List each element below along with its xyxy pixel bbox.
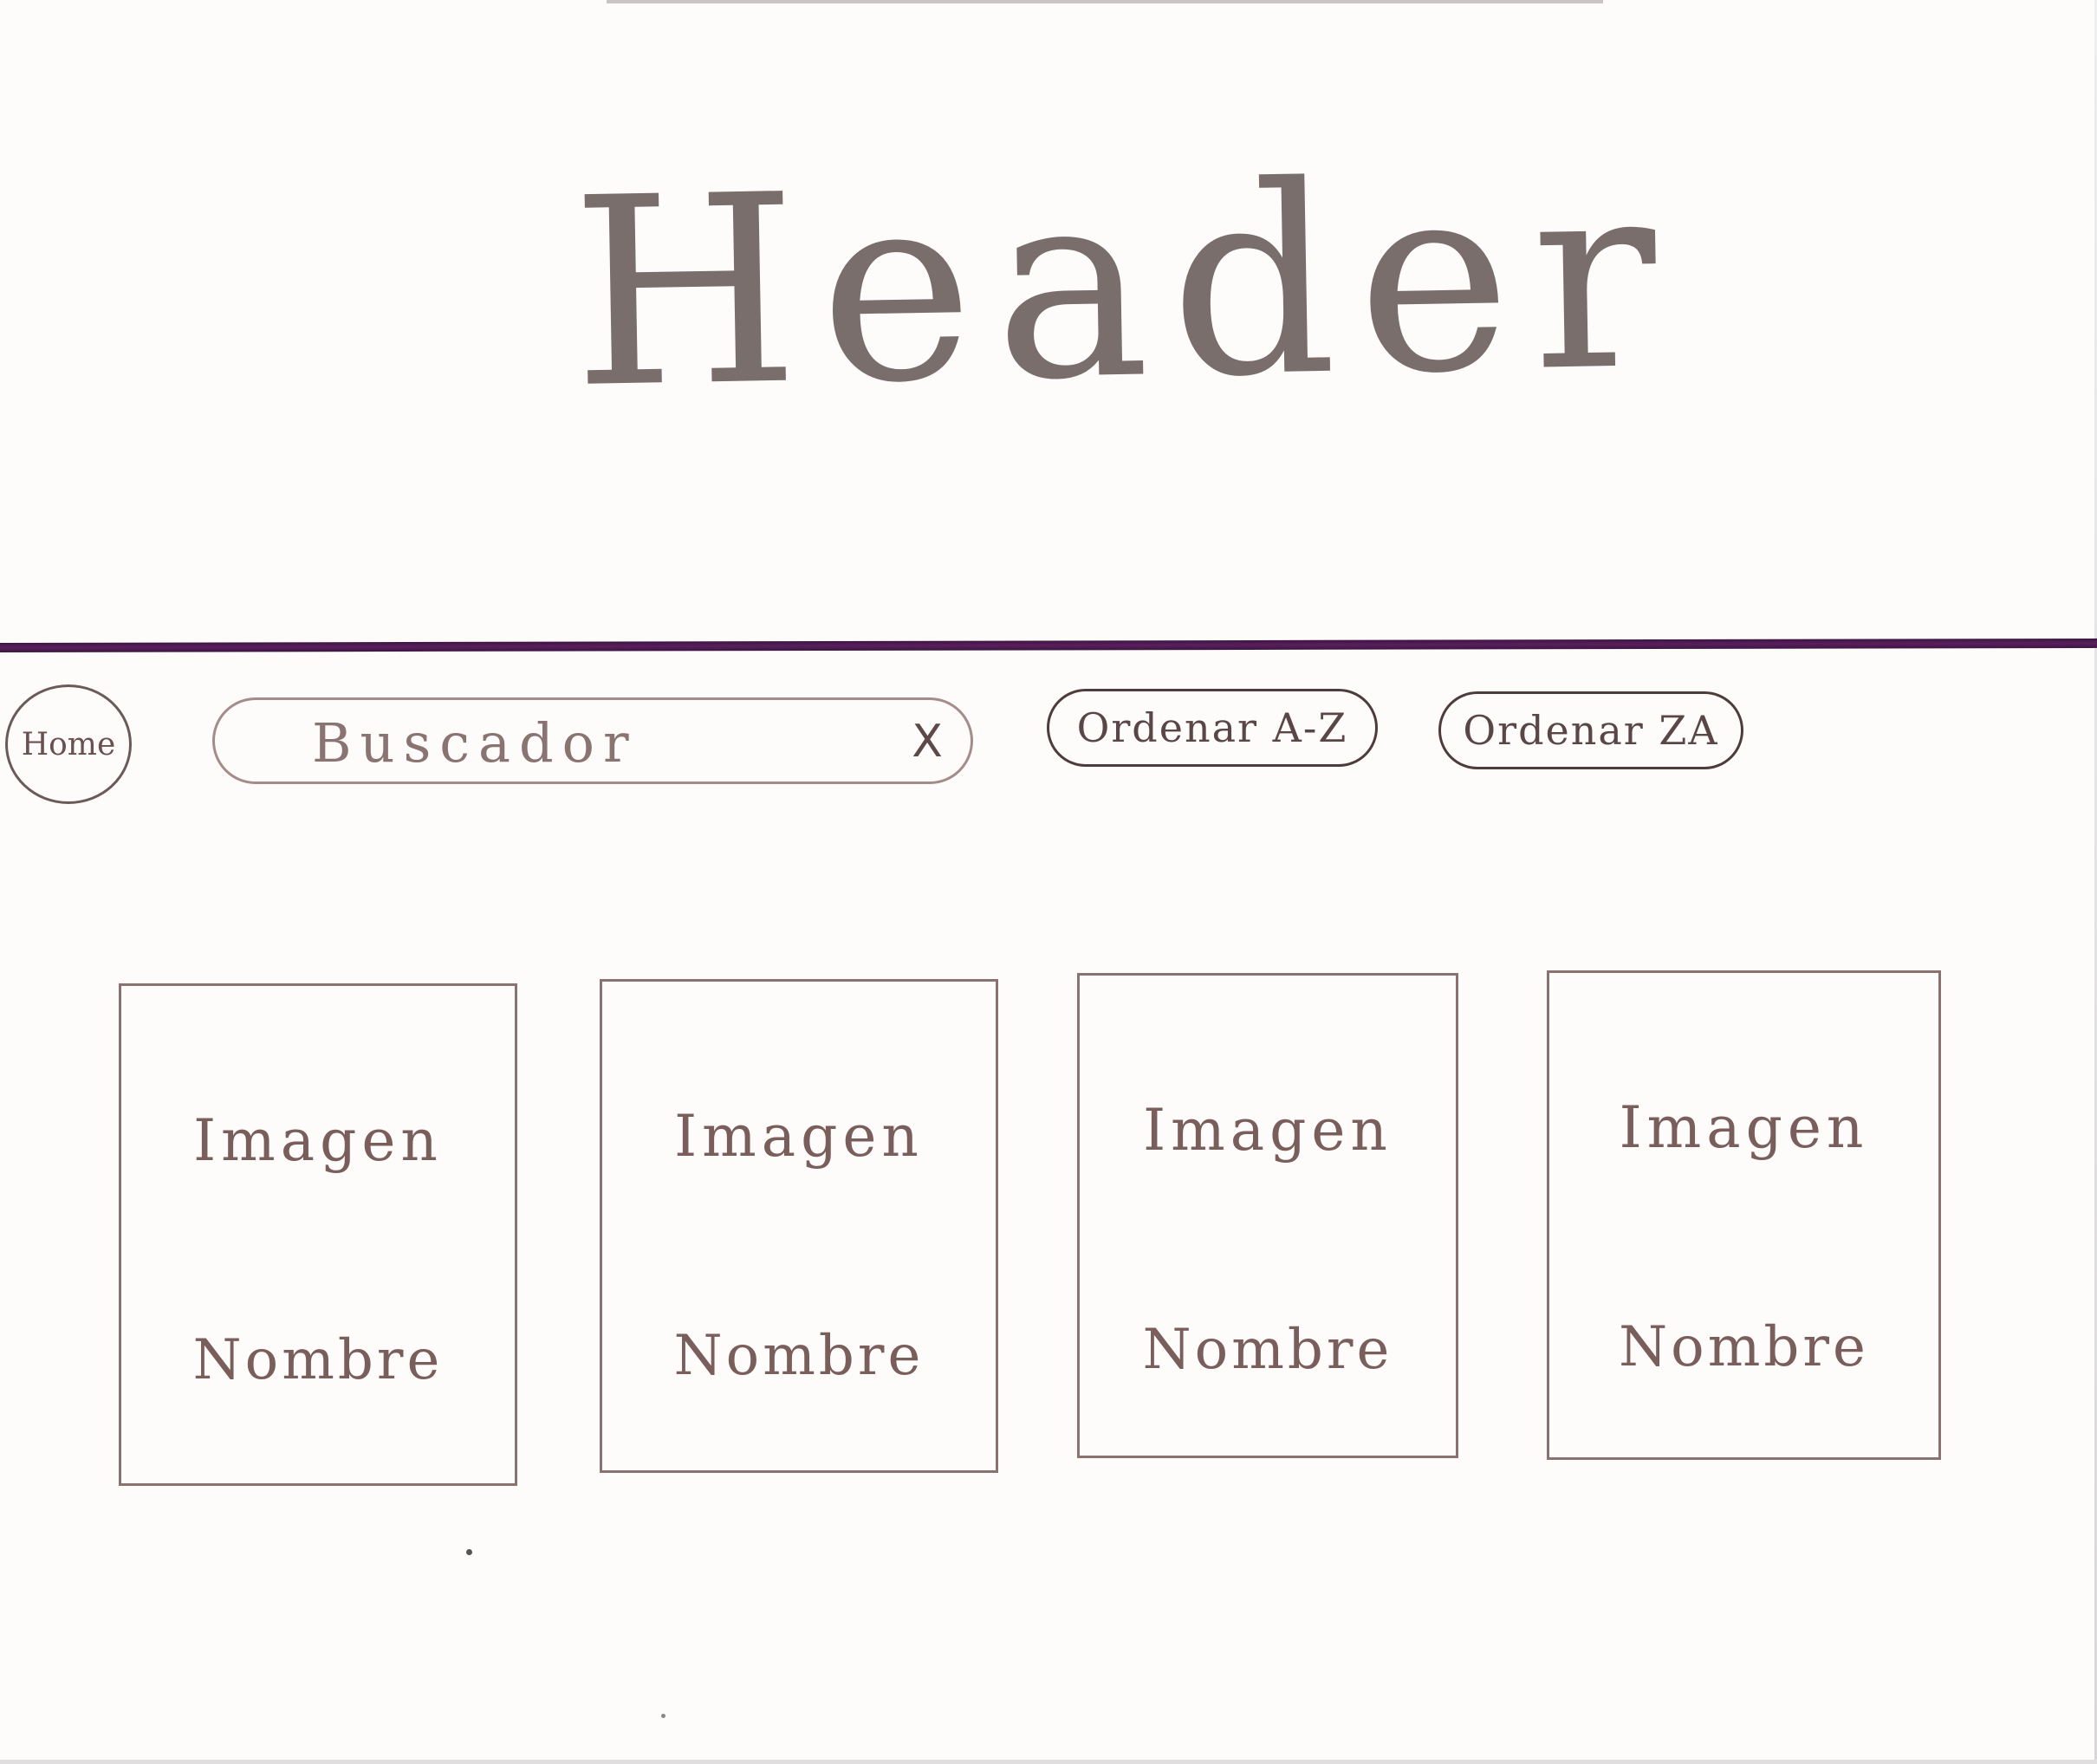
sort-za-button[interactable]: Ordenar ZA (1438, 691, 1743, 769)
card-image-placeholder: Imagen (193, 1107, 443, 1174)
card[interactable]: Imagen Nombre (119, 983, 517, 1486)
search-box: X (212, 697, 973, 784)
home-button[interactable]: Home (5, 684, 132, 804)
pencil-dot (466, 1549, 472, 1555)
card-name: Nombre (1142, 1318, 1393, 1382)
pencil-dot (661, 1714, 665, 1718)
page-header: Header (0, 0, 2097, 641)
paper-edge-top (607, 0, 1603, 3)
paper-edge-bottom (0, 1760, 2097, 1764)
card-image-placeholder: Imagen (1143, 1097, 1393, 1164)
card[interactable]: Imagen Nombre (1077, 973, 1458, 1458)
card-name: Nombre (192, 1328, 444, 1392)
clear-search-button[interactable]: X (912, 716, 943, 768)
sort-az-button[interactable]: Ordenar A-Z (1047, 689, 1378, 767)
card-image-placeholder: Imagen (1619, 1094, 1869, 1161)
card-name: Nombre (1619, 1315, 1869, 1379)
card[interactable]: Imagen Nombre (1547, 970, 1941, 1460)
header-title: Header (569, 123, 1679, 446)
search-input[interactable] (310, 707, 868, 778)
card[interactable]: Imagen Nombre (600, 979, 998, 1473)
card-name: Nombre (673, 1324, 925, 1388)
paper-edge-right (2094, 0, 2097, 1764)
card-image-placeholder: Imagen (674, 1103, 924, 1170)
